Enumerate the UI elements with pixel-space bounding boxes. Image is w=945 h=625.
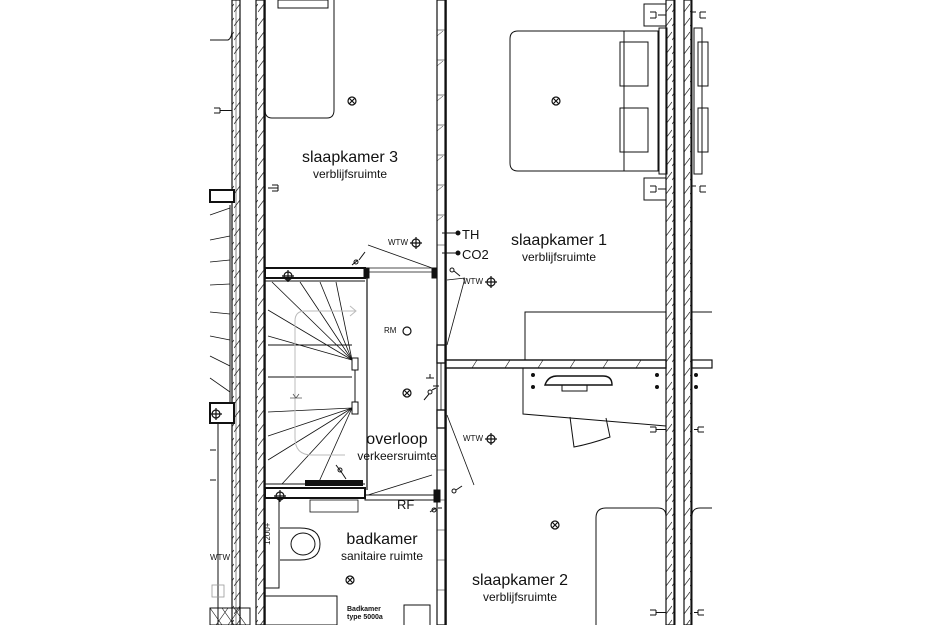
light-icon <box>402 388 412 398</box>
bed-neighbor <box>693 27 709 175</box>
wtw-label-sk3: WTW <box>388 238 408 247</box>
room-function: verblijfsruimte <box>482 590 558 604</box>
room-name: slaapkamer 3 <box>301 149 399 166</box>
room-function: sanitaire ruimte <box>340 549 424 563</box>
wtw-label-sk1: WTW <box>463 277 483 286</box>
bed-slaapkamer-1 <box>509 27 668 175</box>
bathroom-type-line2: type 5000a <box>347 614 383 621</box>
door-slaapkamer-2 <box>446 414 475 494</box>
bed-slaapkamer-3 <box>264 0 335 119</box>
left-wall-outer <box>209 0 251 625</box>
wardrobe-slaapkamer-1 <box>524 311 712 360</box>
light-icon <box>550 520 560 530</box>
bathroom-fixtures <box>264 497 431 625</box>
wtw-label-sk2: WTW <box>463 434 483 443</box>
thermostat-label: TH <box>462 227 480 242</box>
room-function: verblijfsruimte <box>521 250 597 264</box>
bathroom-type-line1: Badkamer <box>347 606 381 613</box>
vent-icon <box>282 270 294 282</box>
room-label-overloop: overloop verkeersruimte <box>357 431 437 463</box>
room-label-badkamer: badkamer sanitaire ruimte <box>340 531 424 563</box>
toilet-height-label: 1200+ <box>263 522 272 545</box>
room-function: verkeersruimte <box>357 449 437 463</box>
room-name: slaapkamer 1 <box>510 232 608 249</box>
room-label-slaapkamer-3: slaapkamer 3 verblijfsruimte <box>301 149 399 181</box>
room-name: badkamer <box>346 531 418 548</box>
return-air-label: RF <box>397 497 415 512</box>
door-badkamer <box>364 474 441 503</box>
co2-sensor-label: CO2 <box>462 247 489 262</box>
wtw-vents <box>210 237 497 502</box>
room-name: overloop <box>366 431 428 448</box>
room-name: slaapkamer 2 <box>471 572 569 589</box>
smoke-detector-icon <box>402 326 412 336</box>
vent-icon <box>274 490 286 502</box>
light-icon <box>551 96 561 106</box>
vent-icon <box>485 433 497 445</box>
wall-central <box>436 0 447 625</box>
wall-sk1-sk2 <box>445 359 713 369</box>
wall-sockets <box>214 3 706 616</box>
room-label-slaapkamer-1: slaapkamer 1 verblijfsruimte <box>510 232 608 264</box>
stairwell <box>264 267 368 499</box>
vent-icon <box>410 237 422 249</box>
vent-icon <box>485 276 497 288</box>
vent-icon <box>210 408 222 420</box>
wtw-label-left: WTW <box>210 553 230 562</box>
ceiling-lights <box>345 96 561 585</box>
wall-east <box>665 0 693 625</box>
bathroom-type-label: Badkamer type 5000a <box>347 606 383 622</box>
sensors <box>442 230 461 256</box>
smoke-detector-label: RM <box>384 326 397 335</box>
switches <box>335 374 442 513</box>
light-icon <box>347 96 357 106</box>
room-function: verblijfsruimte <box>312 167 388 181</box>
room-label-slaapkamer-2: slaapkamer 2 verblijfsruimte <box>471 572 569 604</box>
bed-slaapkamer-2 <box>595 507 712 625</box>
desk-slaapkamer-2 <box>522 368 698 448</box>
light-icon <box>345 575 355 585</box>
door-slaapkamer-3 <box>351 244 438 279</box>
